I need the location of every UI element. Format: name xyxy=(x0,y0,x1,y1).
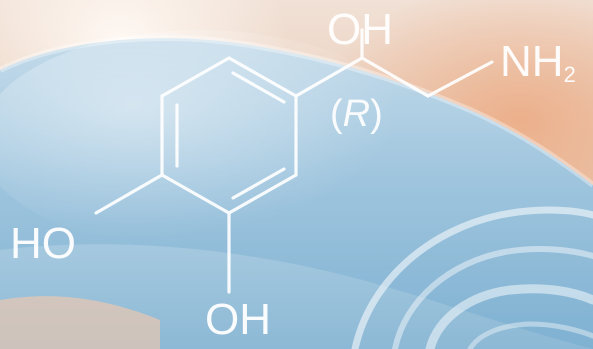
label-nh2: NH2 xyxy=(500,37,576,87)
bond-ch2-to-nh2 xyxy=(426,60,494,98)
label-ho-left: HO xyxy=(10,219,76,268)
label-oh-bottom: OH xyxy=(205,295,271,344)
label-oh-top: OH xyxy=(327,5,393,54)
bond-ring-to-chiral xyxy=(294,56,364,98)
ring-double-bottom-right xyxy=(231,167,286,200)
bond-ring-to-ho xyxy=(94,173,164,215)
ring-double-top-right xyxy=(231,71,286,104)
label-nh2-subscript: 2 xyxy=(563,62,576,87)
ring-bond-top-right xyxy=(227,56,298,98)
ring-bond-bottom-right xyxy=(227,173,298,215)
ring-bond-bottom-left xyxy=(160,173,231,215)
bond-chiral-to-ch2 xyxy=(360,56,430,98)
label-stereo-descriptor: (R) xyxy=(330,93,383,135)
ring-bond-top-left xyxy=(160,56,231,98)
